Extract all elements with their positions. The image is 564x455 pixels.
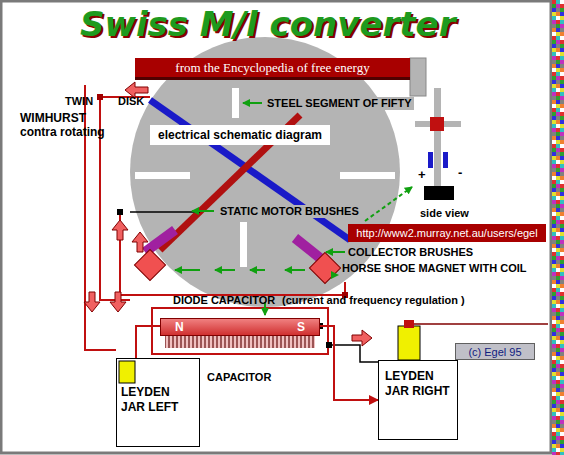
label: STEEL SEGMENT OF FIFTY <box>265 97 414 110</box>
collector-brush-bar <box>150 100 350 240</box>
label: (current and frequency regulation ) <box>282 294 465 307</box>
coil <box>165 336 315 348</box>
wire <box>100 97 150 300</box>
banner-roll <box>410 58 426 96</box>
side-view-axle <box>434 88 441 186</box>
label: HORSE SHOE MAGNET WITH COIL <box>342 262 527 275</box>
label: STATIC MOTOR BRUSHES <box>218 205 361 218</box>
horseshoe-magnet <box>134 249 165 280</box>
label: TWIN <box>65 95 93 108</box>
terminal <box>117 209 123 215</box>
node-text: from the Encyclopedia of free energy <box>175 60 369 76</box>
horseshoe-magnet <box>309 252 340 283</box>
side-view-base <box>424 186 454 200</box>
terminal <box>326 342 332 348</box>
node-text: LEYDEN JAR LEFT <box>121 385 178 414</box>
flow-arrow <box>110 292 126 312</box>
steel-segment <box>340 172 395 179</box>
wire-connector <box>136 326 160 358</box>
label: side view <box>420 207 469 220</box>
caption-box: electrical schematic diagram <box>150 125 330 145</box>
wire <box>130 211 200 213</box>
diode-capacitor-frame <box>152 308 328 354</box>
wire <box>85 85 116 350</box>
side-view-disk-edge <box>443 152 448 168</box>
leyden-jar: LEYDEN JAR LEFT <box>116 358 200 447</box>
wire <box>330 345 378 362</box>
copyright-box: (c) Egel 95 <box>455 343 535 360</box>
wire <box>120 212 345 295</box>
noise-strip <box>552 0 564 455</box>
label: WIMHURST <box>20 112 86 125</box>
banner: from the Encyclopedia of free energy <box>135 58 410 80</box>
label: CAPACITOR <box>207 371 271 384</box>
label: COLLECTOR BRUSHES <box>348 246 473 259</box>
jar-foil <box>119 361 135 383</box>
leyden-jar: LEYDEN JAR RIGHT <box>378 360 458 440</box>
wire <box>414 323 548 325</box>
steel-segment <box>240 222 247 267</box>
jar-terminal <box>404 320 414 328</box>
diagram-title: Swiss M/l converter <box>80 4 455 44</box>
steel-segment <box>232 88 239 118</box>
frame <box>1 1 551 453</box>
node-text: http://www2.murray.net.au/users/egel <box>356 227 537 239</box>
node-text: LEYDEN JAR RIGHT <box>385 369 450 398</box>
label: contra rotating <box>20 126 105 139</box>
label: DIODE CAPACITOR <box>173 294 275 307</box>
terminal <box>97 94 103 100</box>
wire-connector <box>320 326 378 400</box>
flow-arrow <box>84 292 100 312</box>
node-text: electrical schematic diagram <box>158 128 322 142</box>
label: - <box>458 166 462 179</box>
brush <box>295 238 320 258</box>
bar-magnet: NS <box>160 318 320 336</box>
node-text: S <box>297 320 305 334</box>
label: DISK <box>118 95 144 108</box>
url-box: http://www2.murray.net.au/users/egel <box>348 224 546 242</box>
label: + <box>418 168 426 181</box>
brush <box>145 230 175 252</box>
flow-arrow <box>352 330 372 346</box>
side-view-disk-edge <box>428 152 433 168</box>
node-text: N <box>175 320 184 334</box>
steel-segment <box>135 172 190 179</box>
side-view-hub <box>430 117 444 131</box>
jar-foil <box>398 326 420 360</box>
node-text: (c) Egel 95 <box>468 346 521 358</box>
flow-arrow <box>112 220 128 240</box>
flow-arrow <box>132 232 148 252</box>
